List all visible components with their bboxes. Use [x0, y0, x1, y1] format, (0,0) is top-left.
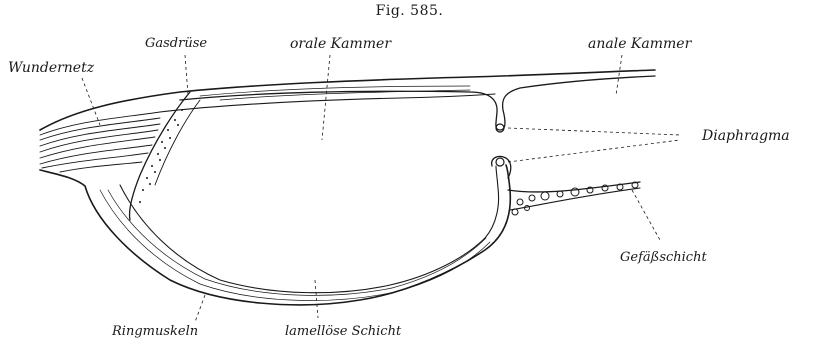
- label-diaphragma: Diaphragma: [702, 128, 790, 144]
- upper-wall-strands: [200, 86, 470, 100]
- label-ringmuskeln: Ringmuskeln: [112, 324, 198, 339]
- upper-diaphragma-fold: [180, 76, 655, 130]
- diaphragma-tip-upper: [496, 124, 504, 132]
- outer-wall-bottom: [40, 165, 510, 305]
- ringmuskeln-strands: [100, 190, 490, 301]
- label-anale-kammer: anale Kammer: [588, 36, 691, 52]
- label-lamellose-schicht: lamellöse Schicht: [285, 324, 401, 339]
- gas-gland-outline: [129, 92, 190, 220]
- label-orale-kammer: orale Kammer: [290, 36, 391, 52]
- gas-gland-stipple: [139, 109, 183, 203]
- label-wundernetz: Wundernetz: [8, 60, 94, 76]
- label-gefassschicht: Gefäßschicht: [620, 250, 707, 265]
- diaphragma-tip-lower: [496, 158, 504, 166]
- label-gasdruse: Gasdrüse: [145, 36, 207, 51]
